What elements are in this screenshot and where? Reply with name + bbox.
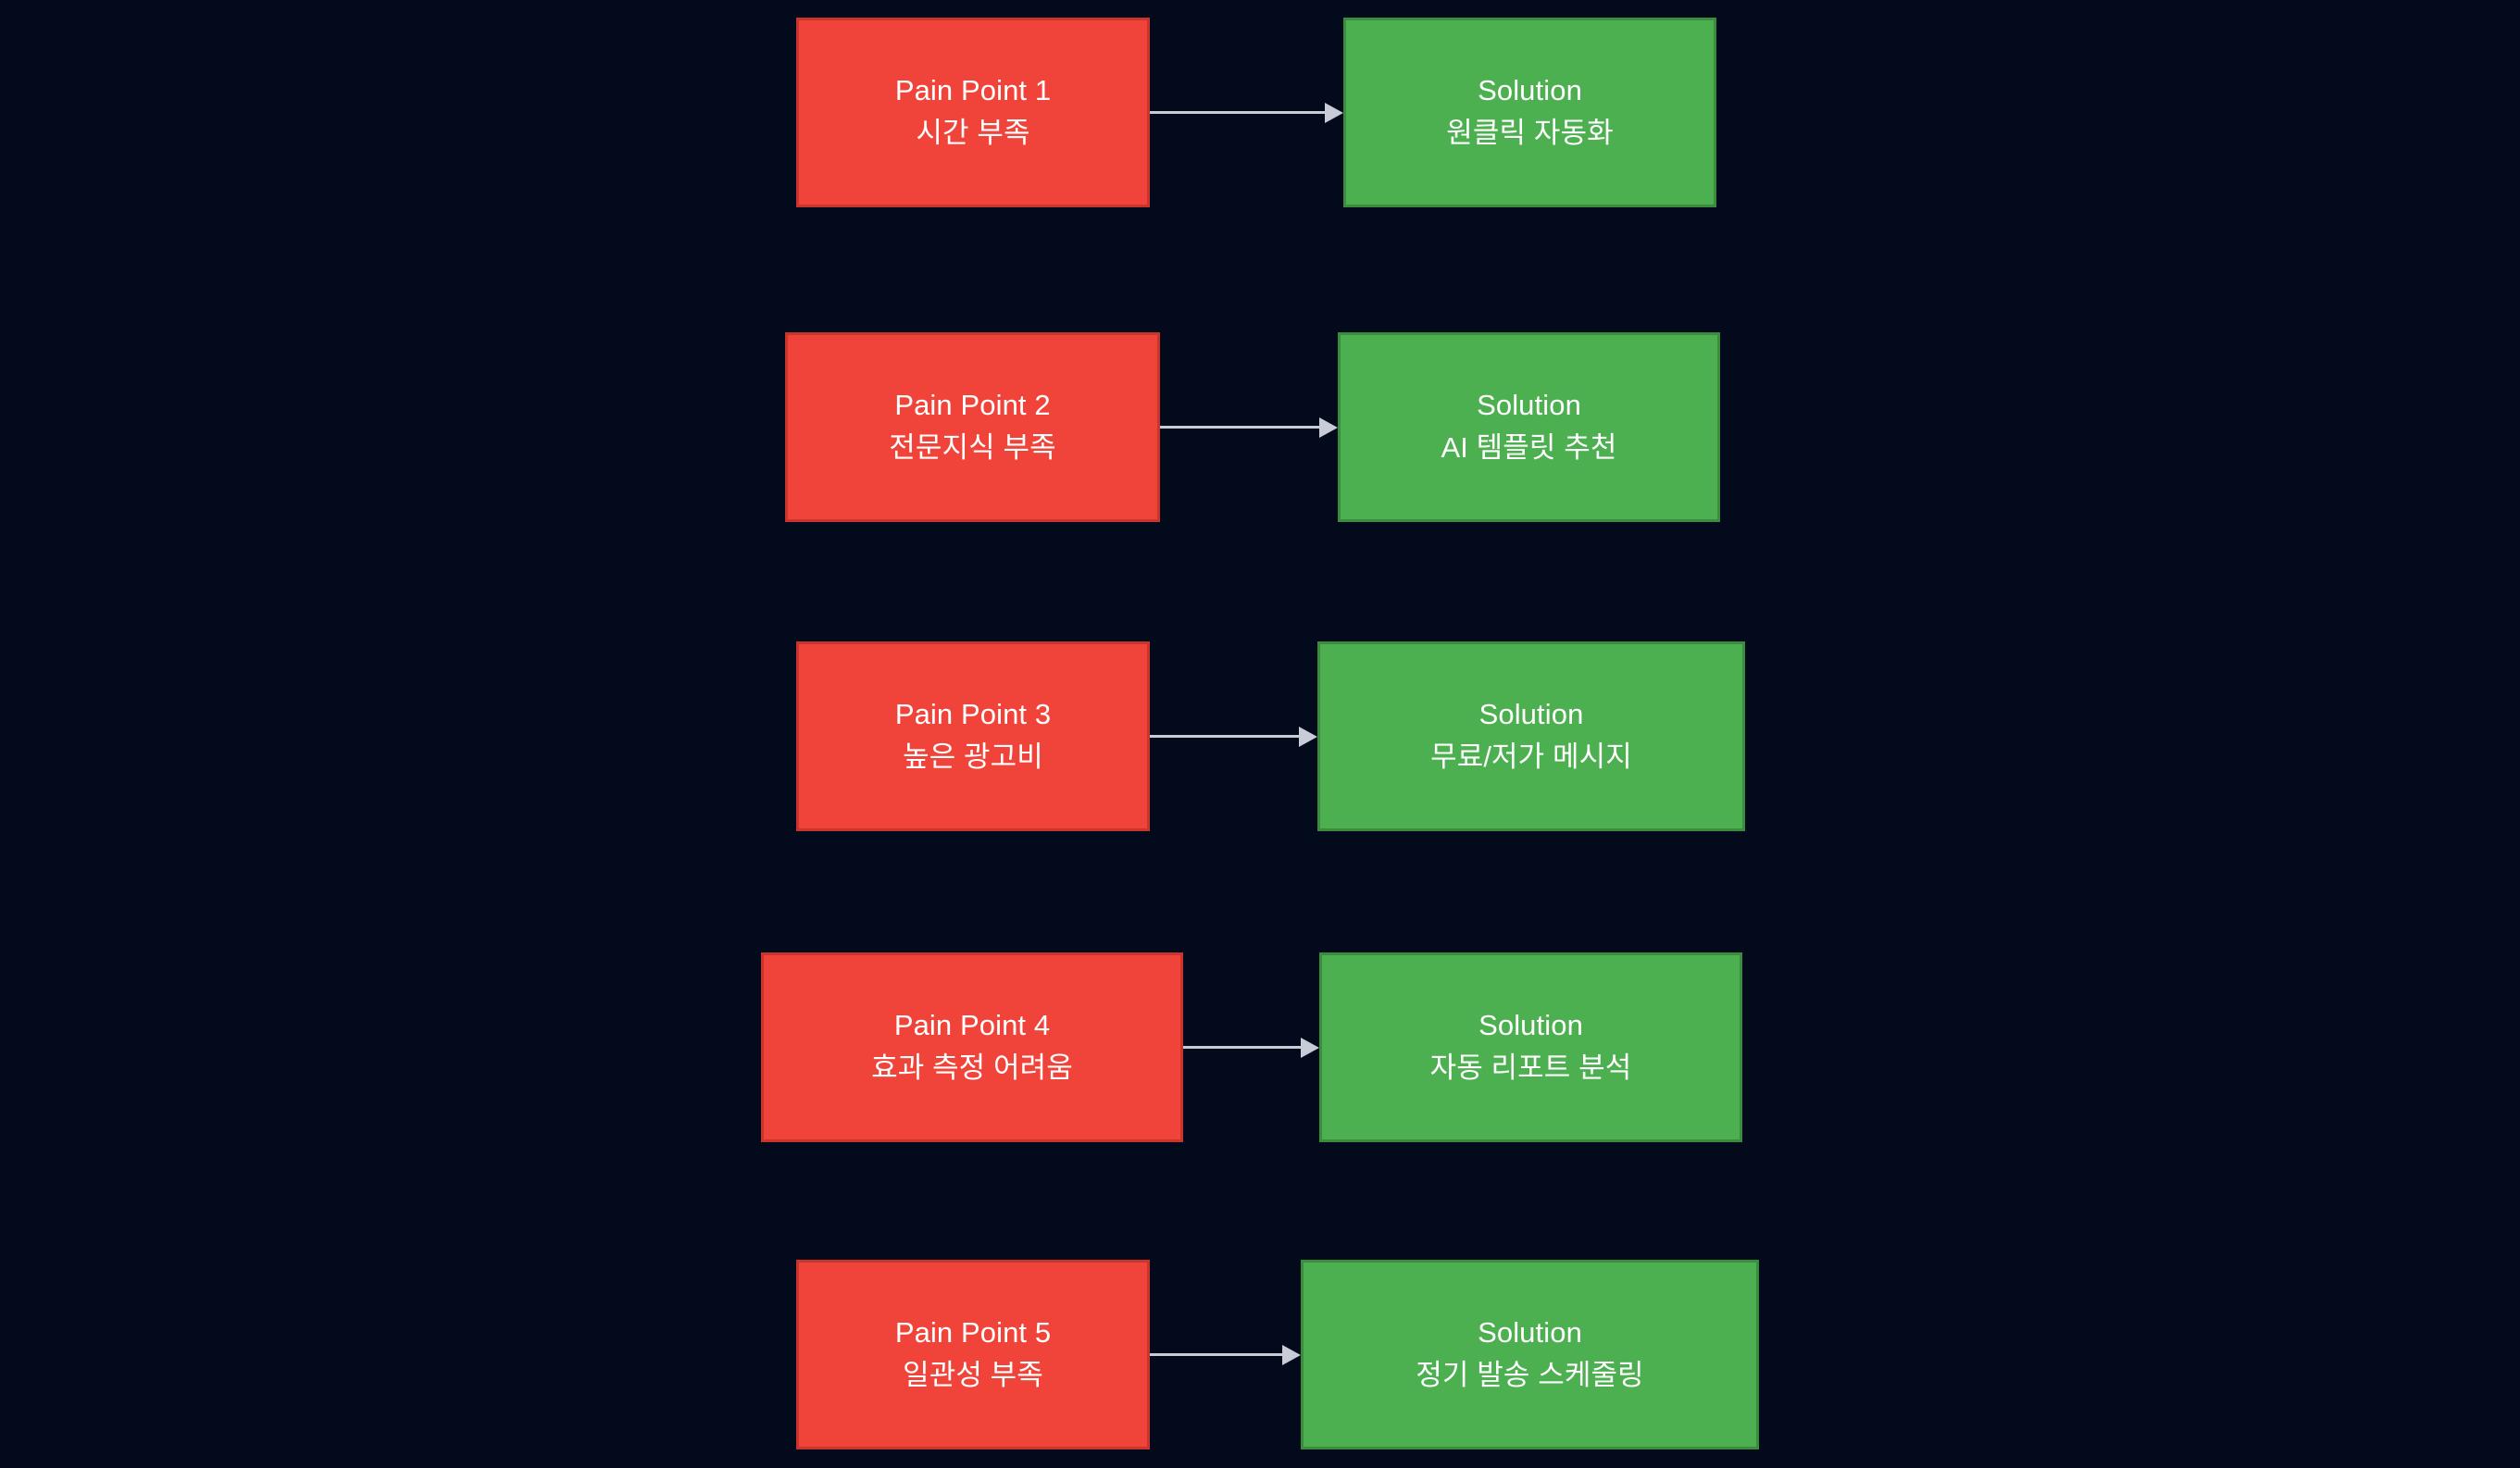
pain-point-node[interactable]: Pain Point 4 효과 측정 어려움 xyxy=(761,952,1183,1142)
flow-row: Pain Point 5 일관성 부족 Solution 정기 발송 스케줄링 xyxy=(796,1260,1759,1449)
solution-node[interactable]: Solution 정기 발송 스케줄링 xyxy=(1301,1260,1759,1449)
arrow-head xyxy=(1325,102,1343,123)
pain-point-detail: 전문지식 부족 xyxy=(889,431,1056,464)
arrow-right-icon xyxy=(1150,726,1317,747)
flow-row: Pain Point 1 시간 부족 Solution 원클릭 자동화 xyxy=(796,18,1722,207)
pain-point-title: Pain Point 4 xyxy=(893,1009,1051,1042)
pain-point-detail: 높은 광고비 xyxy=(903,740,1043,773)
solution-detail: 원클릭 자동화 xyxy=(1446,117,1614,149)
arrow-head xyxy=(1301,1037,1319,1058)
solution-title: Solution xyxy=(1478,698,1584,731)
arrow-shaft xyxy=(1160,426,1319,429)
arrow-shaft xyxy=(1183,1046,1301,1049)
pain-point-detail: 일관성 부족 xyxy=(903,1359,1043,1391)
solution-detail: AI 템플릿 추천 xyxy=(1441,431,1617,464)
pain-point-title: Pain Point 1 xyxy=(894,74,1052,107)
arrow-right-icon xyxy=(1150,1344,1301,1365)
pain-point-title: Pain Point 2 xyxy=(894,389,1051,422)
arrow-head xyxy=(1282,1344,1301,1365)
arrow-right-icon xyxy=(1183,1037,1319,1058)
pain-point-title: Pain Point 3 xyxy=(894,698,1052,731)
pain-point-detail: 시간 부족 xyxy=(916,117,1030,149)
solution-title: Solution xyxy=(1478,74,1582,107)
pain-point-node[interactable]: Pain Point 1 시간 부족 xyxy=(796,18,1150,207)
solution-node[interactable]: Solution 무료/저가 메시지 xyxy=(1317,641,1745,831)
solution-detail: 자동 리포트 분석 xyxy=(1429,1051,1632,1084)
flow-row: Pain Point 3 높은 광고비 Solution 무료/저가 메시지 xyxy=(796,641,1745,831)
solution-title: Solution xyxy=(1478,1009,1583,1042)
solution-detail: 정기 발송 스케줄링 xyxy=(1416,1359,1644,1391)
flow-row: Pain Point 2 전문지식 부족 Solution AI 템플릿 추천 xyxy=(785,332,1720,522)
pain-point-node[interactable]: Pain Point 5 일관성 부족 xyxy=(796,1260,1150,1449)
pain-point-title: Pain Point 5 xyxy=(894,1316,1052,1350)
arrow-head xyxy=(1299,726,1317,747)
pain-point-detail: 효과 측정 어려움 xyxy=(871,1051,1073,1084)
solution-title: Solution xyxy=(1477,389,1581,422)
solution-title: Solution xyxy=(1478,1316,1582,1350)
arrow-right-icon xyxy=(1160,417,1338,438)
solution-detail: 무료/저가 메시지 xyxy=(1430,740,1632,773)
arrow-shaft xyxy=(1150,111,1325,114)
arrow-shaft xyxy=(1150,1353,1282,1356)
solution-node[interactable]: Solution 자동 리포트 분석 xyxy=(1319,952,1742,1142)
arrow-shaft xyxy=(1150,735,1299,738)
solution-node[interactable]: Solution AI 템플릿 추천 xyxy=(1338,332,1720,522)
arrow-head xyxy=(1319,417,1338,438)
arrow-right-icon xyxy=(1150,102,1343,123)
solution-node[interactable]: Solution 원클릭 자동화 xyxy=(1343,18,1716,207)
flow-row: Pain Point 4 효과 측정 어려움 Solution 자동 리포트 분… xyxy=(761,952,1742,1142)
pain-point-node[interactable]: Pain Point 3 높은 광고비 xyxy=(796,641,1150,831)
pain-point-node[interactable]: Pain Point 2 전문지식 부족 xyxy=(785,332,1160,522)
